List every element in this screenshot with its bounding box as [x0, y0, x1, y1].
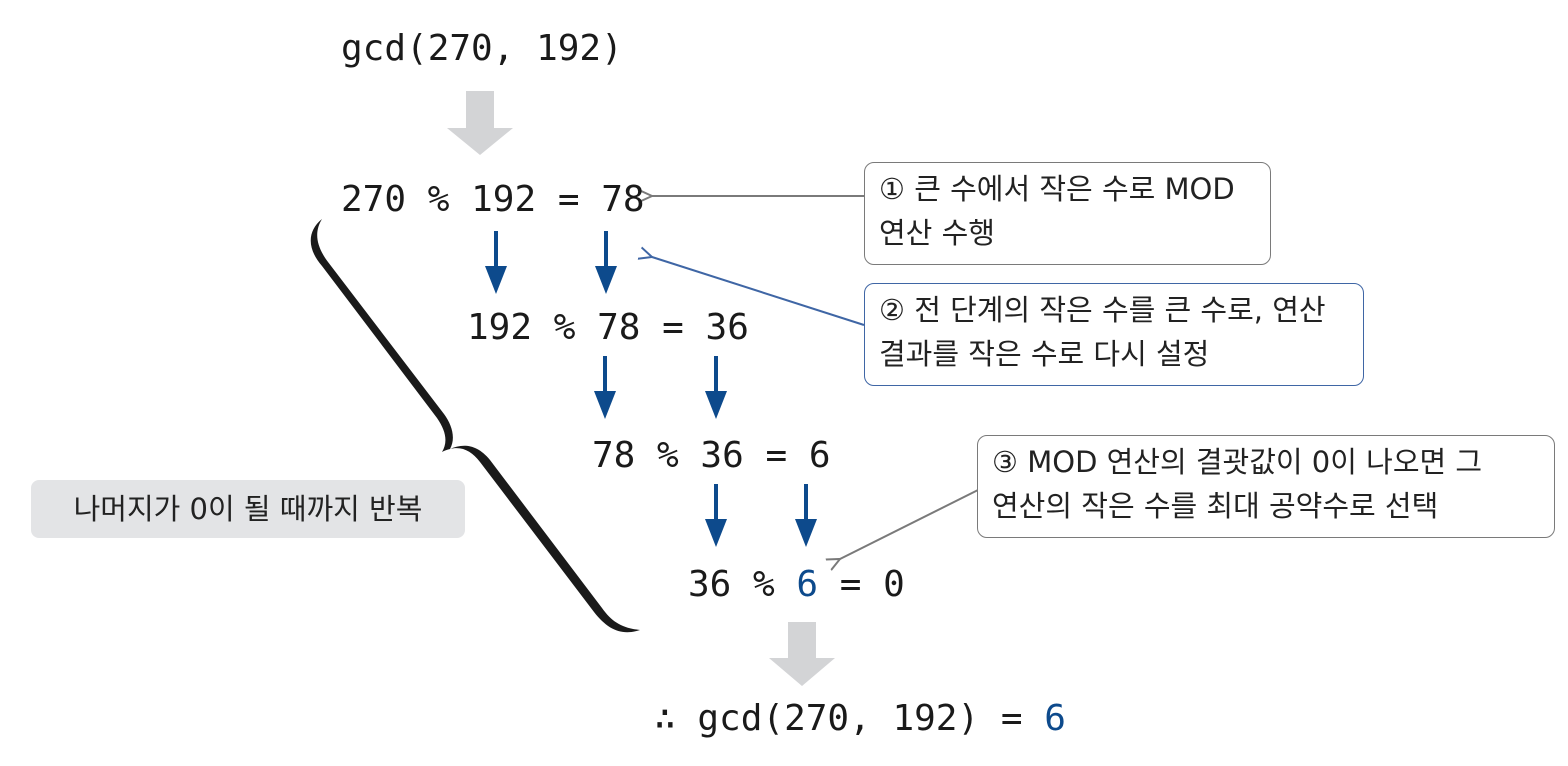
step-equals: =	[765, 435, 788, 476]
step-equals: =	[839, 564, 862, 605]
mod-step-1: 270 % 192 = 78	[341, 182, 645, 218]
step-mod-operator: %	[753, 564, 775, 605]
step-arrow	[595, 231, 617, 294]
step-remainder: 0	[883, 564, 905, 605]
step-arrow	[705, 484, 727, 547]
step-divisor: 192	[471, 179, 537, 220]
loop-brace	[310, 219, 640, 633]
step-divisor: 78	[597, 307, 641, 348]
step-dividend: 78	[592, 435, 636, 476]
callout-3-line-1: ③ MOD 연산의 결괏값이 0이 나오면 그	[992, 445, 1483, 479]
step-arrow	[485, 231, 507, 294]
mod-step-3: 78 % 36 = 6	[592, 438, 831, 474]
step-equals: =	[662, 307, 684, 348]
step-arrow	[705, 356, 727, 419]
step-equals: =	[557, 179, 580, 220]
step-dividend: 270	[341, 179, 407, 220]
therefore-symbol: ∴	[654, 698, 676, 739]
callout-1: ① 큰 수에서 작은 수로 MOD 연산 수행	[864, 162, 1271, 265]
mod-step-2: 192 % 78 = 36	[467, 310, 749, 346]
step-remainder: 6	[808, 435, 831, 476]
result-equals: =	[1000, 698, 1023, 739]
callout-1-line-2: 연산 수행	[879, 216, 995, 250]
step-arrow	[594, 356, 616, 419]
step-dividend: 192	[467, 307, 533, 348]
gcd-header-expression: gcd(270, 192)	[341, 28, 623, 69]
step-mod-operator: %	[657, 435, 679, 476]
flow-arrow-bottom	[769, 622, 835, 686]
loop-label: 나머지가 0이 될 때까지 반복	[31, 480, 465, 538]
callout-3-pointer	[840, 489, 979, 559]
step-remainder: 78	[601, 179, 645, 220]
mod-step-4: 36 % 6 = 0	[688, 567, 905, 603]
callout-2-line-1: ② 전 단계의 작은 수를 큰 수로, 연산	[879, 293, 1326, 327]
gcd-result: ∴ gcd(270, 192) = 6	[654, 701, 1066, 737]
callout-1-line-1: ① 큰 수에서 작은 수로 MOD	[879, 172, 1235, 206]
step-divisor: 36	[700, 435, 744, 476]
flow-arrow-top	[447, 91, 513, 155]
step-dividend: 36	[688, 564, 732, 605]
step-mod-operator: %	[553, 307, 576, 348]
step-remainder: 36	[705, 307, 749, 348]
result-expression: gcd(270, 192)	[697, 698, 980, 739]
step-mod-operator: %	[427, 179, 450, 220]
step-divisor-gcd: 6	[796, 564, 819, 605]
result-value: 6	[1044, 698, 1066, 739]
callout-2-pointer	[652, 257, 865, 326]
step-arrow	[795, 484, 817, 547]
callout-2-line-2: 결과를 작은 수로 다시 설정	[879, 337, 1210, 371]
callout-3-line-2: 연산의 작은 수를 최대 공약수로 선택	[992, 489, 1439, 523]
